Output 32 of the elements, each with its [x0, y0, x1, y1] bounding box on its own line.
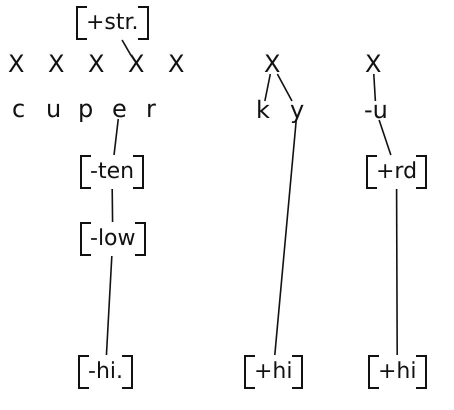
association-line — [276, 74, 293, 102]
feature-matrix: -ten — [80, 155, 144, 189]
feature-matrix: +hi — [244, 355, 302, 389]
association-line — [111, 189, 114, 222]
timing-slot: X — [365, 50, 382, 78]
feature-matrix: +hi — [368, 355, 426, 389]
association-line — [378, 120, 392, 156]
segment-label: p — [78, 95, 94, 123]
timing-slot: X — [128, 50, 144, 78]
association-line — [113, 118, 120, 156]
timing-slot: X — [8, 50, 24, 78]
segment-symbol: e — [112, 95, 127, 123]
timing-slot: X — [88, 50, 104, 78]
segment-label: r — [146, 95, 156, 123]
feature-matrix: -hi. — [78, 355, 133, 389]
timing-slot: X — [168, 50, 184, 78]
timing-slot: X — [48, 50, 64, 78]
association-line — [274, 120, 298, 356]
segment-symbol: y — [290, 96, 304, 124]
feature-matrix: -low — [80, 222, 146, 256]
segment-label: u — [46, 95, 62, 123]
association-line — [121, 40, 132, 56]
segment-symbol: -u — [364, 96, 388, 124]
association-line — [264, 74, 272, 102]
segment-label: c — [12, 95, 26, 123]
timing-slot: X — [264, 50, 280, 78]
association-line — [372, 74, 376, 102]
association-line — [396, 189, 398, 355]
feature-matrix: +rd — [366, 155, 428, 189]
segment-symbol: k — [256, 96, 270, 124]
association-line — [106, 256, 113, 356]
feature-matrix: +str. — [76, 6, 149, 40]
